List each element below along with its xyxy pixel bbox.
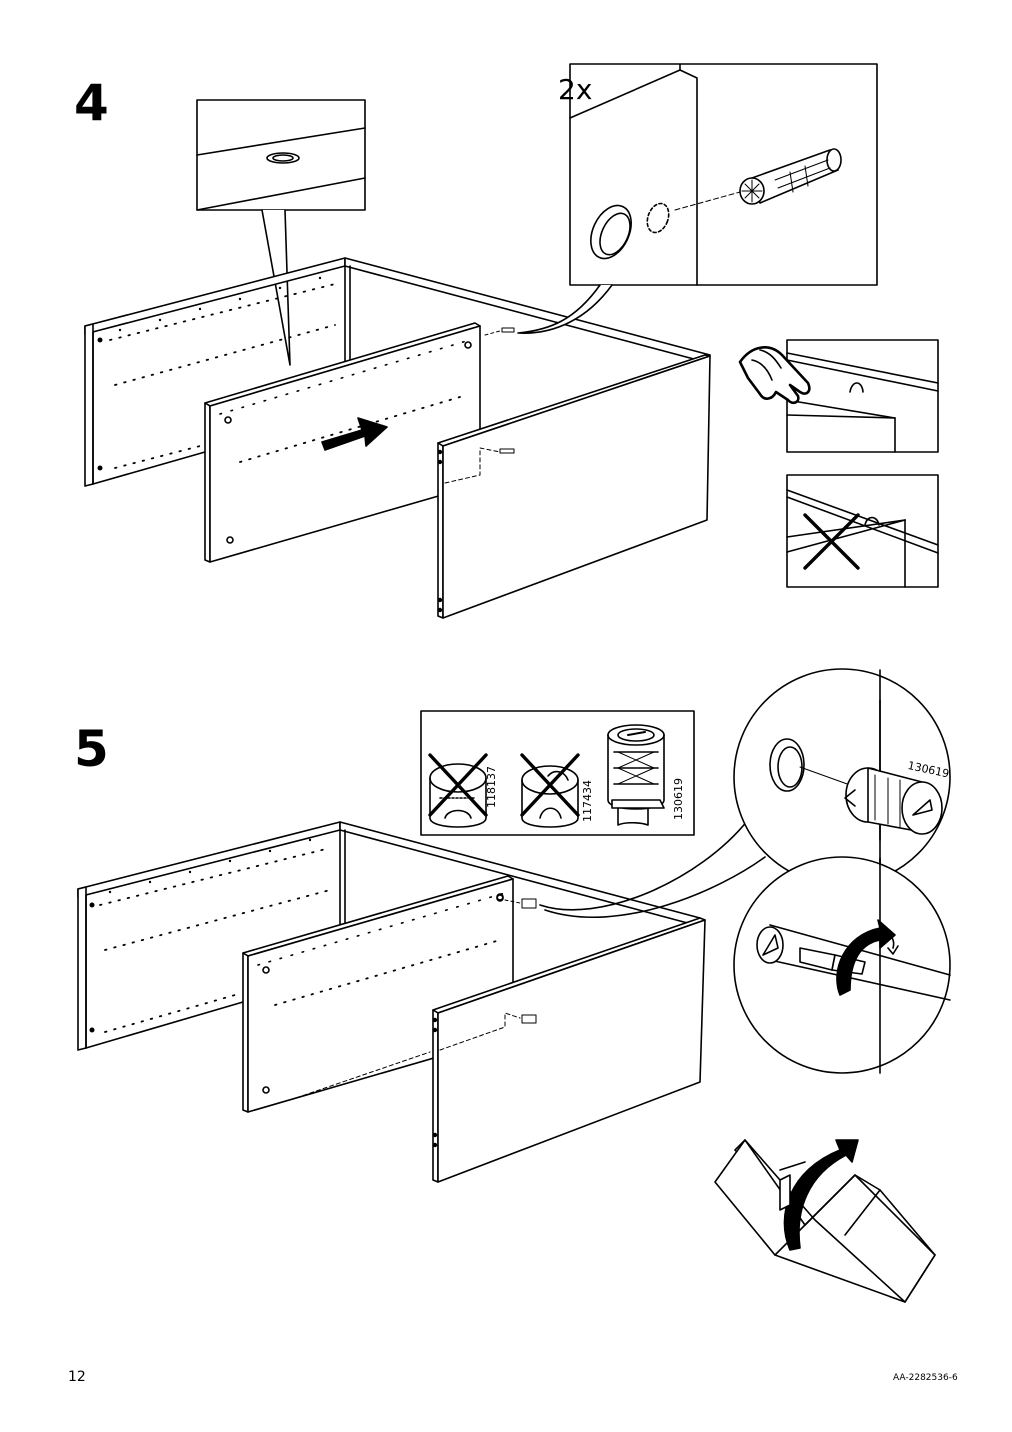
flip-arrow-icon (784, 1140, 858, 1250)
fitting-code-117434: 117434 (581, 780, 594, 822)
correct-flush-detail (740, 340, 938, 452)
cam-lock-117434 (522, 755, 578, 827)
cam-insertion-detail (734, 669, 950, 885)
step-5-number: 5 (74, 720, 109, 778)
document-id: AA-2282536-6 (893, 1373, 958, 1383)
dowel-quantity: 2x (558, 73, 593, 106)
side-panel-step5 (433, 894, 705, 1182)
dowel-icon (740, 149, 841, 204)
cam-lock-130619 (608, 725, 664, 825)
flip-cabinet-detail (715, 1140, 935, 1302)
cam-turning-detail (734, 857, 950, 1073)
dowel-detail (518, 64, 877, 333)
step-4-illustration (85, 64, 938, 618)
shelf-panel-step4 (205, 323, 480, 562)
clockwise-arrow-icon (837, 920, 895, 995)
cross-mark-icon (805, 515, 858, 568)
fitting-code-118137: 118137 (485, 766, 498, 808)
cam-lock-118137 (430, 755, 486, 827)
step-4-number: 4 (74, 74, 109, 132)
side-panel-step4 (438, 328, 710, 618)
shelf-hole-detail (197, 100, 365, 365)
cam-lock-icon (845, 768, 942, 834)
slide-in-arrow (322, 418, 387, 450)
callout-tail-1 (540, 820, 748, 910)
callout-tail-2 (545, 857, 765, 917)
incorrect-gap-detail (787, 475, 938, 587)
page-number: 12 (68, 1369, 86, 1385)
step-5-illustration (78, 669, 950, 1302)
hand-icon (740, 347, 809, 402)
cabinet-carcass-step5 (78, 822, 700, 1050)
fitting-code-130619: 130619 (672, 778, 685, 820)
cam-lock-selection-box (421, 711, 694, 835)
